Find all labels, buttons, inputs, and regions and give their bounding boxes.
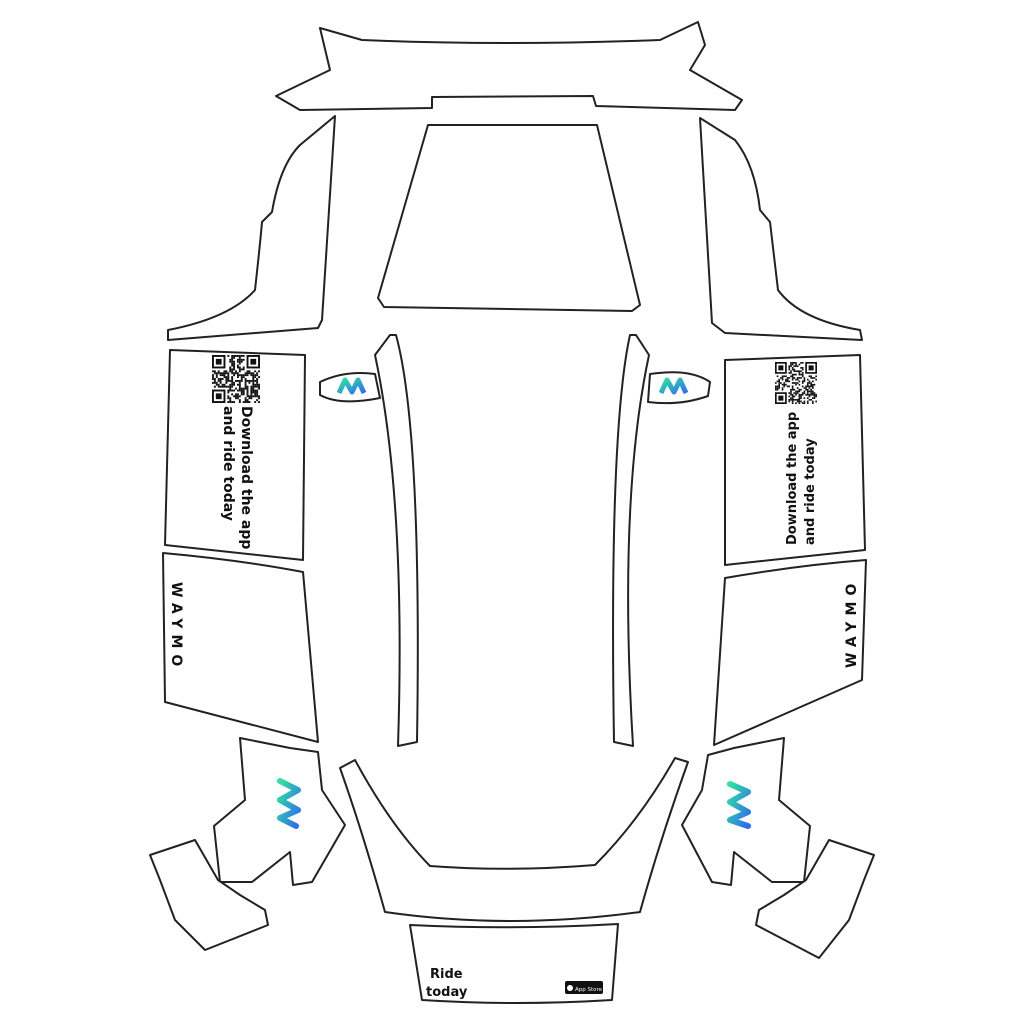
- hood-panel: [339, 757, 689, 922]
- apple-icon: [567, 985, 573, 991]
- right-rear-door: [713, 559, 867, 746]
- right-door-text: Download the app and ride today: [785, 412, 818, 545]
- waymo-m-logo-left: [336, 377, 367, 395]
- left-rear-door: [162, 552, 319, 743]
- left-brand-text: WAYMO: [168, 582, 184, 672]
- right-front-door: [724, 354, 866, 566]
- left-pillar: [374, 334, 419, 747]
- left-fender: [213, 737, 346, 886]
- qr-code-left: [212, 355, 260, 403]
- right-bumper-corner: [755, 839, 875, 959]
- ride-today-line2: today: [426, 985, 468, 1000]
- right-qr-line2: and ride today: [803, 438, 818, 545]
- right-brand-text: WAYMO: [844, 578, 860, 668]
- right-qr-line1: Download the app: [785, 412, 800, 545]
- left-front-door: [164, 349, 306, 561]
- waymo-m-logo-right: [658, 377, 689, 395]
- left-quarter-panel: [167, 115, 336, 341]
- left-bumper-corner: [149, 839, 269, 951]
- windshield-panel: [377, 124, 641, 312]
- left-door-text: Download the app and ride today: [220, 406, 254, 549]
- waymo-w-logo-left: [277, 778, 301, 829]
- app-store-badge[interactable]: App Store: [565, 981, 603, 994]
- right-pillar: [612, 334, 650, 747]
- left-qr-line2: and ride today: [220, 406, 236, 521]
- app-store-label: App Store: [575, 987, 603, 993]
- ride-today-line1: Ride: [430, 967, 463, 982]
- waymo-w-logo-right: [727, 781, 751, 829]
- right-mirror: [647, 371, 711, 405]
- left-qr-line1: Download the app: [238, 406, 254, 549]
- qr-code-right: [775, 362, 817, 404]
- roof-panel: [275, 21, 743, 111]
- right-quarter-panel: [699, 117, 863, 341]
